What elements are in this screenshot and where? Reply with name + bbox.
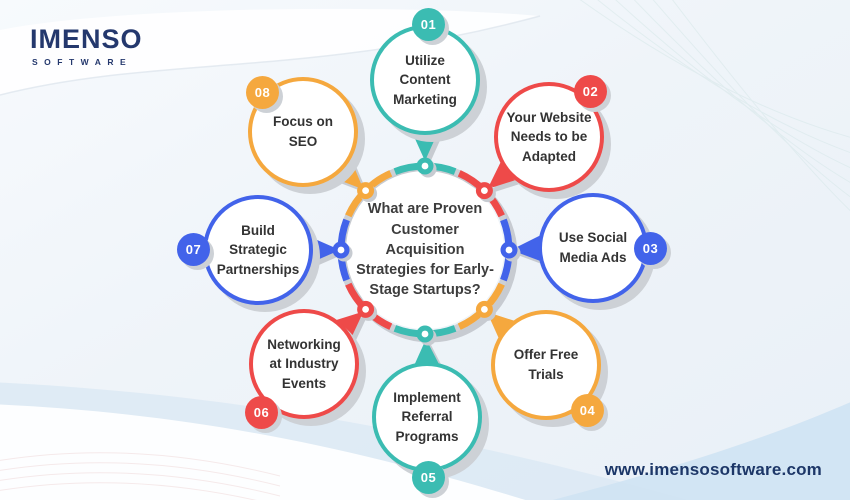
strategy-label: Your Website Needs to be Adapted [506, 109, 592, 164]
hub-face [346, 171, 504, 329]
connector-07 [308, 236, 340, 264]
number-badge-06: 06 [245, 396, 278, 429]
number-badge-02: 02 [574, 75, 607, 108]
connector-03 [511, 234, 543, 262]
number-badge-05: 05 [412, 461, 445, 494]
connector-04 [487, 312, 518, 342]
logo-tagline: SOFTWARE [32, 57, 133, 67]
connector-05 [413, 339, 441, 368]
number-badge-07: 07 [177, 233, 210, 266]
ring-nodes [332, 157, 518, 343]
number-badge-01: 01 [412, 8, 445, 41]
curve-lines-bottom-left [0, 452, 281, 500]
wave-bottom-right [552, 402, 850, 500]
connector-08 [332, 158, 364, 190]
number-badge-03: 03 [634, 232, 667, 265]
connector-01 [412, 132, 438, 161]
curve-lines-top-right [579, 0, 850, 212]
strategy-circle-06: Networking at Industry Events [249, 309, 359, 419]
strategy-label: Networking at Industry Events [267, 336, 341, 391]
strategy-circle-01: Utilize Content Marketing [370, 25, 480, 135]
strategy-circle-05: Implement Referral Programs [372, 362, 482, 472]
website-link[interactable]: www.imensosoftware.com [604, 460, 822, 479]
strategy-label: Implement Referral Programs [393, 389, 461, 444]
logo-wordmark: IMENSO [30, 24, 143, 54]
connector-02 [487, 159, 519, 189]
imenso-logo: IMENSO SOFTWARE [30, 24, 143, 68]
strategy-label: Focus on SEO [273, 114, 333, 149]
strategy-circle-03: Use Social Media Ads [538, 193, 648, 303]
strategy-label: Use Social Media Ads [558, 230, 628, 265]
strategy-label: Offer Free Trials [513, 347, 579, 382]
connectors [308, 132, 543, 368]
hub-question: What are Proven Customer Acquisition Str… [356, 201, 494, 299]
connector-06 [332, 311, 364, 341]
strategy-label: Build Strategic Partnerships [216, 222, 300, 277]
strategy-circle-07: Build Strategic Partnerships [203, 195, 313, 305]
number-badge-08: 08 [246, 76, 279, 109]
number-badge-04: 04 [571, 394, 604, 427]
strategy-label: Utilize Content Marketing [393, 52, 457, 107]
